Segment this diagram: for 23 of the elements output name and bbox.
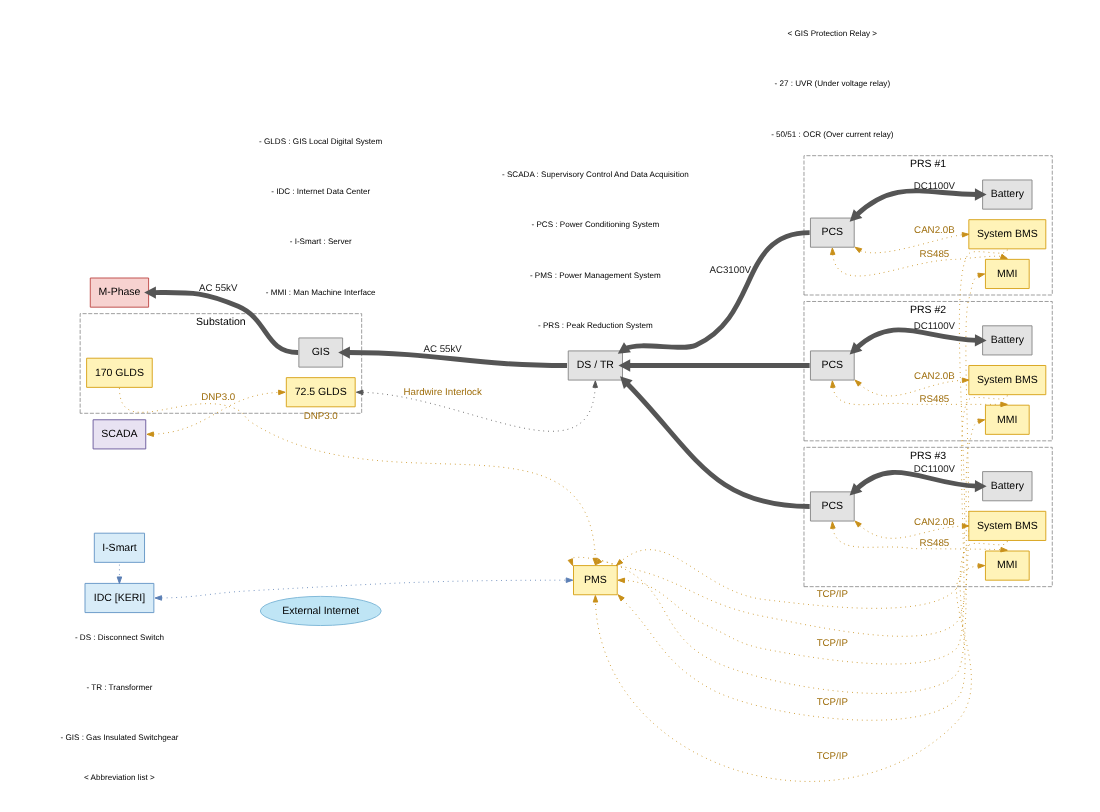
arrow	[144, 286, 299, 355]
arrow	[854, 232, 970, 254]
arrow	[355, 380, 598, 432]
arrow	[830, 521, 1008, 553]
arrow	[829, 247, 1008, 277]
arrow	[154, 577, 574, 601]
arrow	[620, 376, 810, 509]
arrow	[592, 563, 986, 782]
arrow	[146, 389, 286, 437]
arrow	[116, 561, 123, 584]
arrow	[617, 540, 1008, 721]
arrow	[615, 249, 1008, 609]
arrow	[338, 346, 568, 368]
arrow	[854, 520, 970, 539]
arrow	[830, 380, 1008, 408]
arrow	[617, 395, 1008, 665]
arrow	[618, 359, 810, 372]
arrow	[849, 327, 987, 355]
arrow	[854, 377, 970, 397]
arrow	[849, 470, 987, 496]
arrow	[617, 230, 810, 354]
arrow	[567, 418, 986, 694]
arrow	[849, 188, 987, 222]
